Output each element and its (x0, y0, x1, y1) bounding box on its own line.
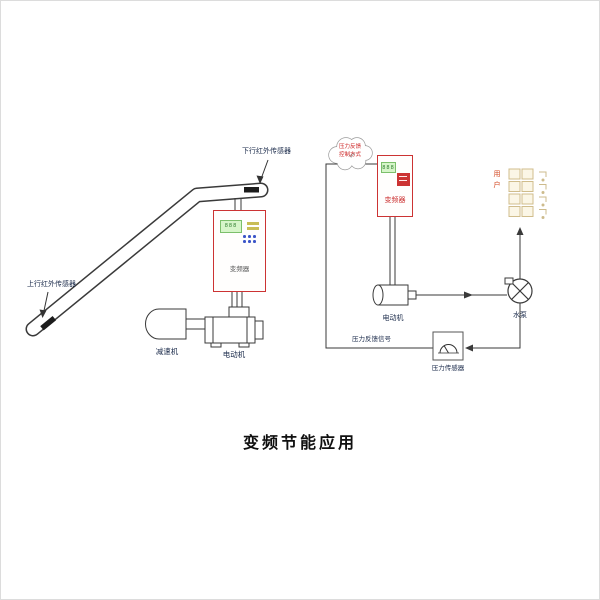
cloud-note: 压力反馈 控制方式 (338, 144, 361, 158)
up-sensor-pointer-arrow (39, 291, 49, 318)
down-sensor-pointer-arrow (256, 159, 269, 184)
reducer-label: 减速机 (155, 347, 179, 356)
users-label: 用 户 (493, 170, 501, 189)
vfd-indicator-bar (247, 227, 259, 230)
vfd-indicator-bar (247, 222, 259, 225)
cloud-bubble-fill (329, 138, 372, 170)
vfd-keypad (243, 235, 258, 245)
water-pump (504, 277, 533, 304)
up-sensor-label: 上行红外传感器 (27, 280, 76, 288)
pump-motor (372, 284, 417, 306)
escalator-belt (25, 182, 269, 337)
vfd-unit-pump: 888 变频器 (377, 155, 413, 217)
up-infrared-sensor (40, 315, 57, 331)
escalator-motor (204, 306, 264, 348)
page-title: 变频节能应用 (242, 433, 357, 452)
vfd-label: 变频器 (229, 265, 250, 273)
users-manifold (508, 168, 534, 217)
pump-to-users-pipe (516, 227, 524, 279)
vfd-unit-escalator: 888 变频器 (213, 210, 266, 292)
down-infrared-sensor (244, 187, 259, 193)
vfd-brand-plate (397, 173, 410, 186)
water-pump-label: 水泵 (513, 311, 527, 319)
feedback-signal-label: 压力反馈信号 (352, 335, 391, 343)
pressure-sensor-label: 压力传感器 (431, 364, 465, 372)
reducer (145, 308, 206, 340)
pressure-sensor-gauge (432, 331, 464, 361)
faucet-icon (539, 171, 547, 219)
motor-to-pump-arrow (416, 291, 507, 299)
vfd-display: 888 (220, 220, 242, 233)
vfd-display: 888 (381, 162, 396, 173)
pressure-tap-line (465, 303, 521, 352)
escalator-motor-label: 电动机 (222, 350, 246, 359)
down-sensor-label: 下行红外传感器 (242, 147, 291, 155)
pump-motor-label: 电动机 (382, 314, 404, 322)
vfd-label: 变频器 (384, 196, 406, 204)
vfd-right-wires (389, 217, 396, 285)
